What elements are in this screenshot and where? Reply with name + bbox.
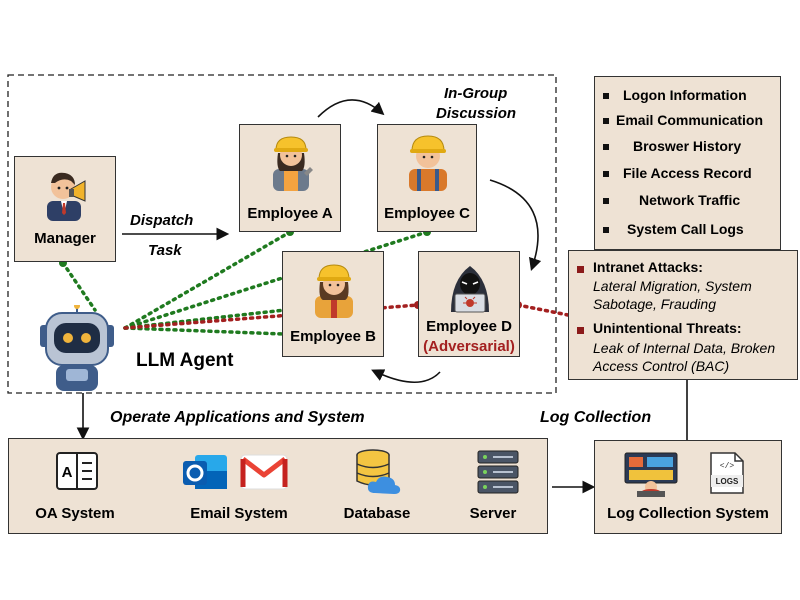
logs-file-icon: </> LOGS xyxy=(710,452,744,494)
adversarial-tag: (Adversarial) xyxy=(423,338,515,355)
manager-node: Manager xyxy=(14,156,116,262)
construction-worker-icon xyxy=(409,135,447,191)
log-types-panel: Logon Information Email Communication Br… xyxy=(594,76,781,250)
database-label: Database xyxy=(343,505,411,522)
intranet-attacks-desc-line2: Sabotage, Frauding xyxy=(593,296,716,312)
logs-text: LOGS xyxy=(716,477,739,486)
construction-worker-icon xyxy=(273,136,313,191)
oa-system-icon: A xyxy=(56,452,98,490)
unintentional-threats-title: Unintentional Threats: xyxy=(593,320,742,336)
employee-d-node: Employee D (Adversarial) xyxy=(418,251,520,357)
threats-panel: Intranet Attacks: Lateral Migration, Sys… xyxy=(568,250,798,380)
group-title-line2: Discussion xyxy=(436,105,517,122)
email-system-label: Email System xyxy=(190,505,288,522)
log-collection-label: Log Collection xyxy=(540,409,652,426)
unintentional-threats-desc-line2: Access Control (BAC) xyxy=(593,358,730,374)
construction-worker-icon xyxy=(315,264,353,318)
server-icon xyxy=(477,450,519,494)
database-cloud-icon xyxy=(356,449,401,494)
employee-b-label: Employee B xyxy=(290,328,376,345)
svg-text:A: A xyxy=(62,464,73,481)
dispatch-label-line1: Dispatch xyxy=(130,212,194,229)
log-types-list: Logon Information Email Communication Br… xyxy=(595,77,780,249)
outlook-icon xyxy=(183,455,227,489)
svg-text:</>: </> xyxy=(720,462,735,471)
log-collection-system-label: Log Collection System xyxy=(607,505,769,522)
server-label: Server xyxy=(469,505,517,522)
group-title-line1: In-Group xyxy=(444,85,508,102)
employee-c-label: Employee C xyxy=(384,205,470,222)
employee-c-node: Employee C xyxy=(377,124,477,232)
monitoring-screen-icon xyxy=(624,452,678,497)
employee-a-node: Employee A xyxy=(239,124,341,232)
bullet xyxy=(577,266,584,273)
applications-pipeline: A OA System Email System Database Server xyxy=(8,438,548,534)
manager-label: Manager xyxy=(34,230,96,247)
gmail-icon xyxy=(240,454,288,490)
intranet-attacks-title: Intranet Attacks: xyxy=(593,259,703,275)
bullet xyxy=(577,327,584,334)
oa-system-label: OA System xyxy=(35,505,115,522)
intranet-attacks-desc-line1: Lateral Migration, System xyxy=(593,278,752,294)
operate-label: Operate Applications and System xyxy=(110,409,365,426)
llm-agent-label: LLM Agent xyxy=(136,350,234,371)
hacker-icon xyxy=(451,266,489,313)
in-group-boundary xyxy=(7,74,557,394)
dispatch-label-line2: Task xyxy=(148,242,182,259)
log-collection-system: </> LOGS Log Collection System xyxy=(594,440,782,534)
employee-a-label: Employee A xyxy=(247,205,333,222)
manager-megaphone-icon xyxy=(47,172,86,221)
employee-b-node: Employee B xyxy=(282,251,384,357)
employee-d-label: Employee D xyxy=(426,318,512,335)
robot-icon xyxy=(40,305,114,391)
unintentional-threats-desc-line1: Leak of Internal Data, Broken xyxy=(593,340,776,356)
